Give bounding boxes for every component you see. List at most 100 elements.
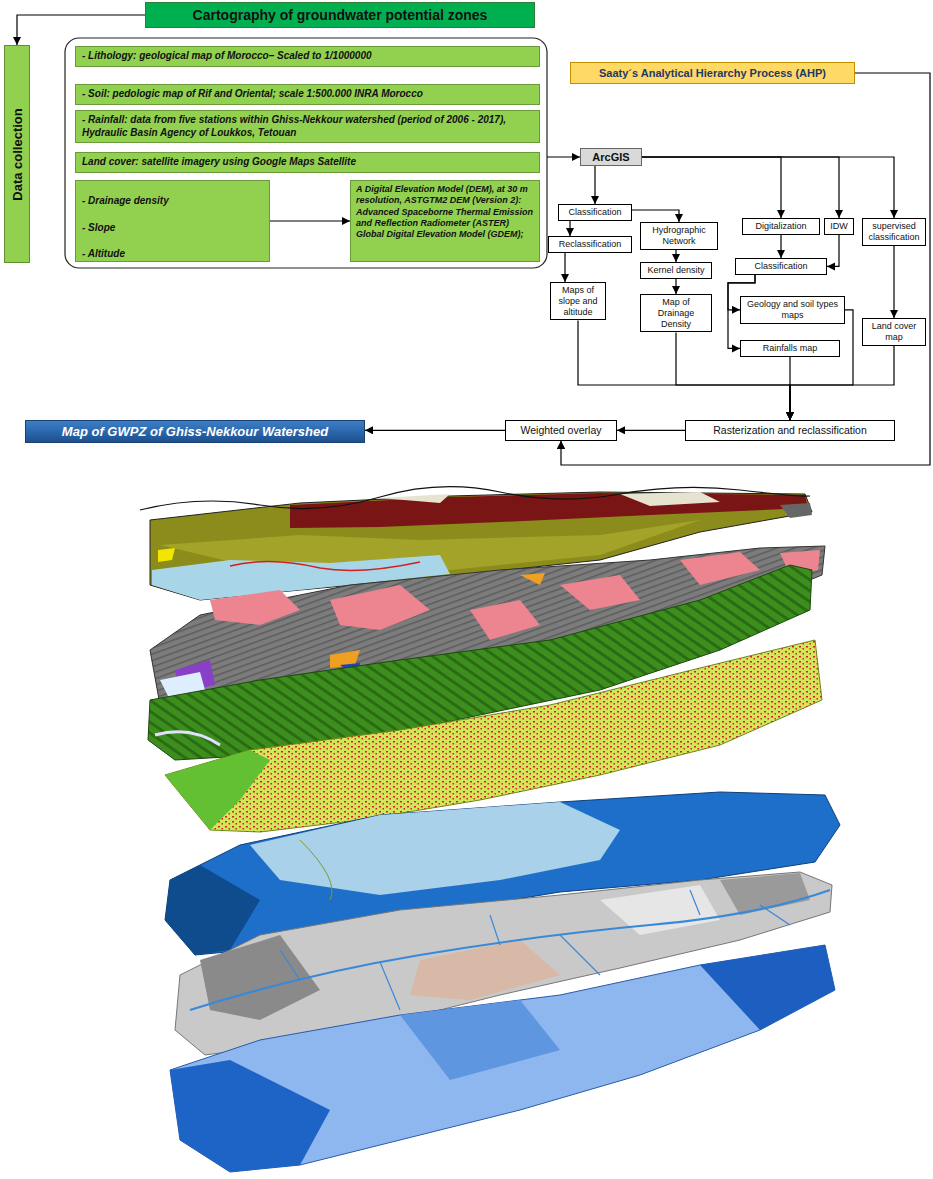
process-box: Weighted overlay <box>505 420 617 441</box>
node-text: Land cover: satellite imagery using Goog… <box>82 156 533 169</box>
node-text: Maps of slope and altitude <box>553 285 603 317</box>
node-text: - Soil: pedologic map of Rif and Orienta… <box>82 88 533 101</box>
soil-unit <box>680 552 760 585</box>
node-text: Saaty´s Analytical Hierarchy Process (AH… <box>575 67 850 79</box>
output-box: Geology and soil types maps <box>740 296 845 324</box>
output-box: Land cover map <box>862 318 926 346</box>
data-source-box: A Digital Elevation Model (DEM), at 30 m… <box>350 180 540 262</box>
altitude-layer <box>170 945 835 1172</box>
soil-unit <box>210 590 300 625</box>
altitude-zone <box>170 1060 330 1172</box>
process-box: Rasterization and reclassification <box>685 420 895 441</box>
node-text: supervised classification <box>865 221 923 243</box>
node-text: Classification <box>738 261 824 272</box>
node-text: - Slope <box>82 222 263 235</box>
output-box: Map of Drainage Density <box>640 294 712 332</box>
flow-connector <box>675 250 676 262</box>
flow-connector <box>17 15 145 45</box>
isohyet-line <box>300 840 332 900</box>
node-text: Weighted overlay <box>509 424 613 437</box>
data-source-box: Land cover: satellite imagery using Goog… <box>75 152 540 173</box>
geology-unit <box>158 548 175 562</box>
data-source-box: - Rainfall: data from five stations with… <box>75 110 540 143</box>
rainfall-zone <box>165 865 260 955</box>
boundary-line <box>230 561 420 570</box>
output-box: Rainfalls map <box>740 340 840 357</box>
flow-connector <box>780 235 781 258</box>
rainfall-zone <box>250 802 620 895</box>
process-box: IDW <box>824 218 854 235</box>
node-text: Kernel density <box>643 265 709 276</box>
node-text: Geology and soil types maps <box>743 299 842 321</box>
software-box: ArcGIS <box>580 148 642 166</box>
flow-connector <box>365 430 505 431</box>
node-text: Map of GWPZ of Ghiss-Nekkour Watershed <box>29 424 361 439</box>
section-label: Data collection <box>4 45 30 263</box>
node-text: - Altitude <box>82 248 263 261</box>
node-text: IDW <box>827 221 851 232</box>
process-box: Reclassification <box>548 236 632 253</box>
process-box: supervised classification <box>862 218 926 246</box>
geology-unit <box>780 503 812 518</box>
node-text: Rainfalls map <box>743 343 837 354</box>
watershed-outline <box>140 487 810 510</box>
flow-connector <box>561 73 930 465</box>
flow-connector <box>675 279 676 294</box>
soil-unit <box>520 573 545 585</box>
process-box: Classification <box>558 204 632 221</box>
drainage-zone <box>410 940 560 1000</box>
process-box: Hydrographic Network <box>640 222 718 250</box>
data-group-frame <box>65 38 547 268</box>
group-arrow <box>547 156 580 157</box>
node-text: Map of Drainage Density <box>643 297 709 329</box>
flow-connector <box>270 220 350 221</box>
flow-connector <box>569 221 570 236</box>
result-box: Map of GWPZ of Ghiss-Nekkour Watershed <box>25 420 365 443</box>
node-text: Hydrographic Network <box>643 225 715 247</box>
flow-connector <box>564 253 565 282</box>
node-text: - Lithology: geological map of Morocco– … <box>82 50 533 63</box>
node-text: Data collection <box>10 108 25 200</box>
flow-connector <box>642 157 894 218</box>
title-box: Cartography of groundwater potential zon… <box>145 2 535 28</box>
flow-connector <box>632 210 679 222</box>
flow-connector <box>617 430 685 431</box>
node-text: Cartography of groundwater potential zon… <box>193 7 488 23</box>
drainage-zone <box>200 935 320 1020</box>
method-box: Saaty´s Analytical Hierarchy Process (AH… <box>570 62 855 84</box>
flow-connector <box>827 235 839 267</box>
relief-stream <box>155 732 220 745</box>
node-text: Digitalization <box>745 221 817 232</box>
geology-unit <box>380 494 450 503</box>
node-text: Rasterization and reclassification <box>689 424 891 437</box>
soil-unit <box>560 575 640 610</box>
node-text: - Drainage density <box>82 195 263 208</box>
process-box: Digitalization <box>742 218 820 235</box>
process-box: Kernel density <box>640 262 712 279</box>
landcover-unit <box>165 750 270 830</box>
flow-connector <box>642 157 781 218</box>
node-text: Reclassification <box>551 239 629 250</box>
node-text: A Digital Elevation Model (DEM), at 30 m… <box>356 184 534 240</box>
geology-unit <box>620 492 720 506</box>
flow-connector <box>893 246 894 318</box>
soil-unit <box>470 600 540 640</box>
data-source-box: - Lithology: geological map of Morocco– … <box>75 46 540 67</box>
flow-connector <box>642 157 839 218</box>
data-source-box: - Soil: pedologic map of Rif and Orienta… <box>75 84 540 105</box>
flow-connector <box>790 310 853 420</box>
node-text: Land cover map <box>865 321 923 343</box>
altitude-zone <box>700 945 835 1030</box>
output-box: Maps of slope and altitude <box>550 282 606 320</box>
altitude-zone <box>400 1000 560 1080</box>
node-text: Classification <box>561 207 629 218</box>
soil-unit <box>330 585 430 630</box>
node-text: - Rainfall: data from five stations with… <box>82 114 533 139</box>
process-box: Classification <box>735 258 827 275</box>
data-source-box: - Drainage density - Slope - Altitude <box>75 180 270 262</box>
node-text: ArcGIS <box>583 151 639 163</box>
